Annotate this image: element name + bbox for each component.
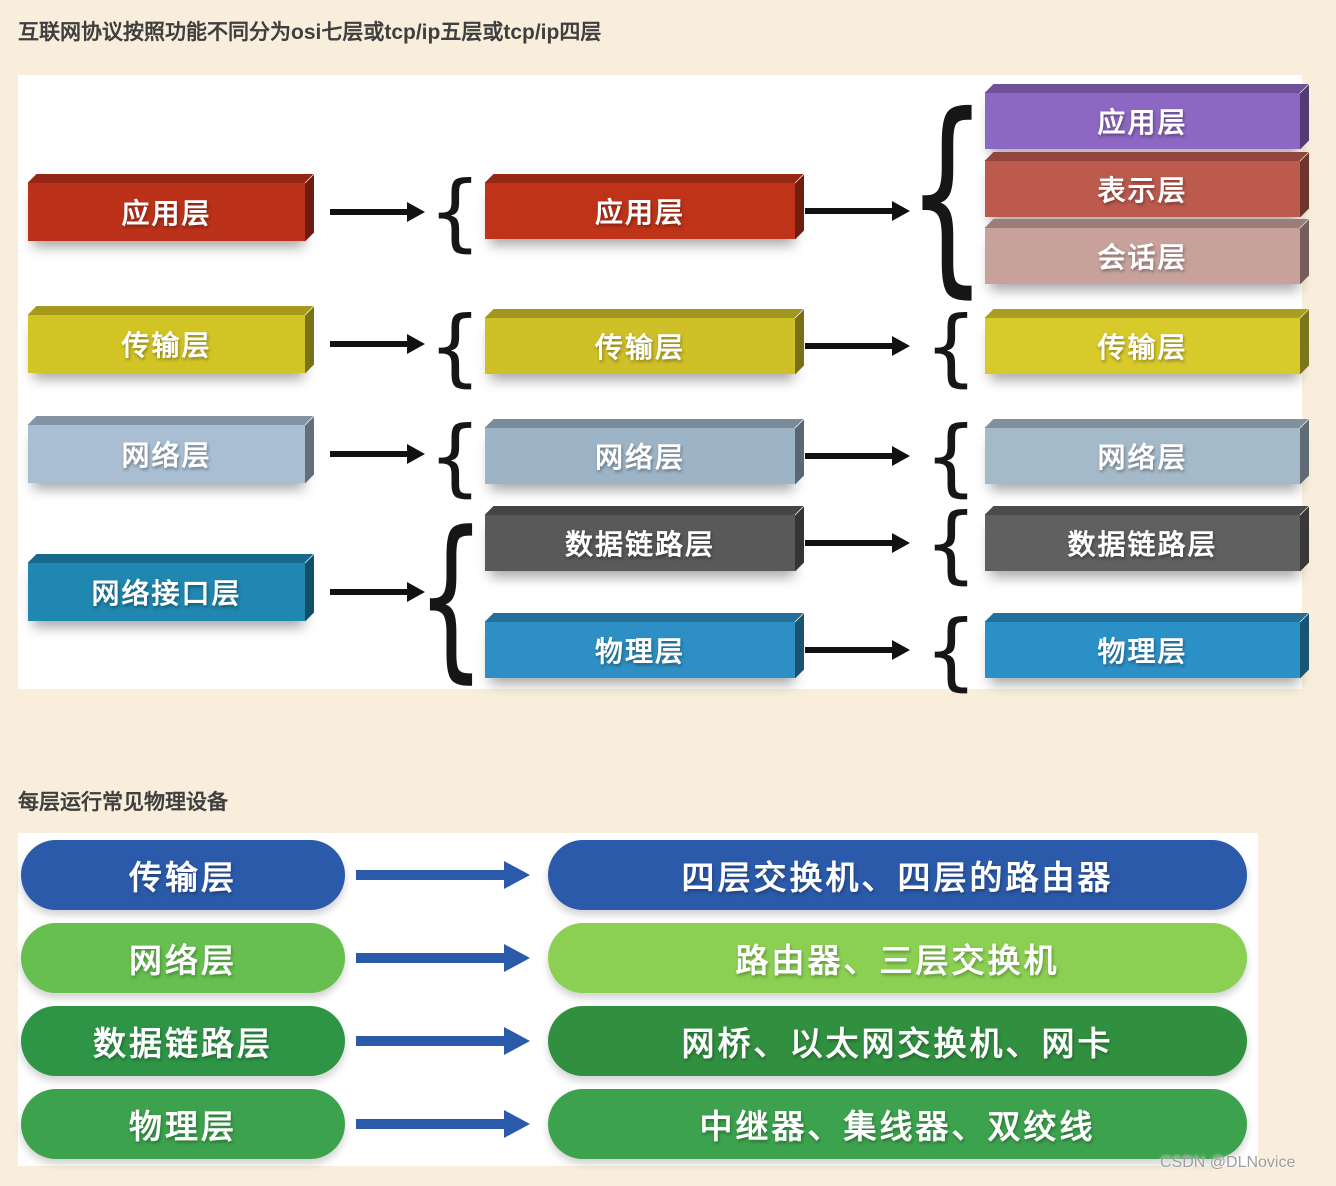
layer-box-osi-session: 会话层 <box>985 228 1300 284</box>
heading-physical-devices: 每层运行常见物理设备 <box>18 791 228 814</box>
arrow-right-icon <box>805 640 910 660</box>
arrow-right-icon <box>805 336 910 356</box>
arrow-right-icon <box>330 582 425 602</box>
layer-box-tcpip4-transport: 传输层 <box>28 315 305 373</box>
layer-box-tcpip5-transport: 传输层 <box>485 318 795 374</box>
arrow-right-icon <box>805 201 910 221</box>
device-row-devices-datalink: 网桥、以太网交换机、网卡 <box>548 1006 1247 1076</box>
devices-per-layer-diagram: 传输层 四层交换机、四层的路由器 网络层 路由器、三层交换机 数据链路层 网桥、… <box>18 833 1258 1166</box>
layer-box-tcpip4-netinterface: 网络接口层 <box>28 563 305 621</box>
arrow-right-icon <box>330 444 425 464</box>
layer-box-osi-application: 应用层 <box>985 93 1300 149</box>
arrow-right-icon <box>330 202 425 222</box>
curly-brace-icon <box>434 420 476 494</box>
device-row-layer-datalink: 数据链路层 <box>21 1006 345 1076</box>
layer-box-tcpip5-network: 网络层 <box>485 428 795 484</box>
arrow-right-icon <box>805 533 910 553</box>
layer-box-tcpip4-network: 网络层 <box>28 425 305 483</box>
curly-brace-icon <box>930 507 972 581</box>
device-row-devices-physical: 中继器、集线器、双绞线 <box>548 1089 1247 1159</box>
layer-box-osi-datalink: 数据链路层 <box>985 515 1300 571</box>
layer-box-tcpip5-datalink: 数据链路层 <box>485 515 795 571</box>
curly-brace-icon <box>930 614 972 688</box>
arrow-right-icon <box>356 1027 530 1055</box>
layer-box-osi-physical: 物理层 <box>985 622 1300 678</box>
curly-brace-icon <box>930 310 972 384</box>
layer-box-tcpip5-application: 应用层 <box>485 183 795 239</box>
layer-box-tcpip5-physical: 物理层 <box>485 622 795 678</box>
arrow-right-icon <box>356 1110 530 1138</box>
device-row-layer-transport: 传输层 <box>21 840 345 910</box>
layer-box-osi-presentation: 表示层 <box>985 161 1300 217</box>
arrow-right-icon <box>356 944 530 972</box>
protocol-layers-diagram: 应用层 传输层 网络层 网络接口层 应用层 传输层 网络层 数据链路层 物理层 <box>18 75 1302 689</box>
device-row-devices-transport: 四层交换机、四层的路由器 <box>548 840 1247 910</box>
curly-brace-icon <box>438 513 464 681</box>
layer-box-osi-transport: 传输层 <box>985 318 1300 374</box>
device-row-layer-network: 网络层 <box>21 923 345 993</box>
arrow-right-icon <box>356 861 530 889</box>
curly-brace-icon <box>934 91 959 295</box>
curly-brace-icon <box>434 175 476 249</box>
csdn-watermark: CSDN @DLNovice <box>1160 1154 1296 1171</box>
layer-box-osi-network: 网络层 <box>985 428 1300 484</box>
arrow-right-icon <box>805 446 910 466</box>
layer-box-tcpip4-application: 应用层 <box>28 183 305 241</box>
device-row-devices-network: 路由器、三层交换机 <box>548 923 1247 993</box>
device-row-layer-physical: 物理层 <box>21 1089 345 1159</box>
curly-brace-icon <box>930 420 972 494</box>
heading-protocol-layers: 互联网协议按照功能不同分为osi七层或tcp/ip五层或tcp/ip四层 <box>18 21 602 44</box>
curly-brace-icon <box>434 310 476 384</box>
arrow-right-icon <box>330 334 425 354</box>
